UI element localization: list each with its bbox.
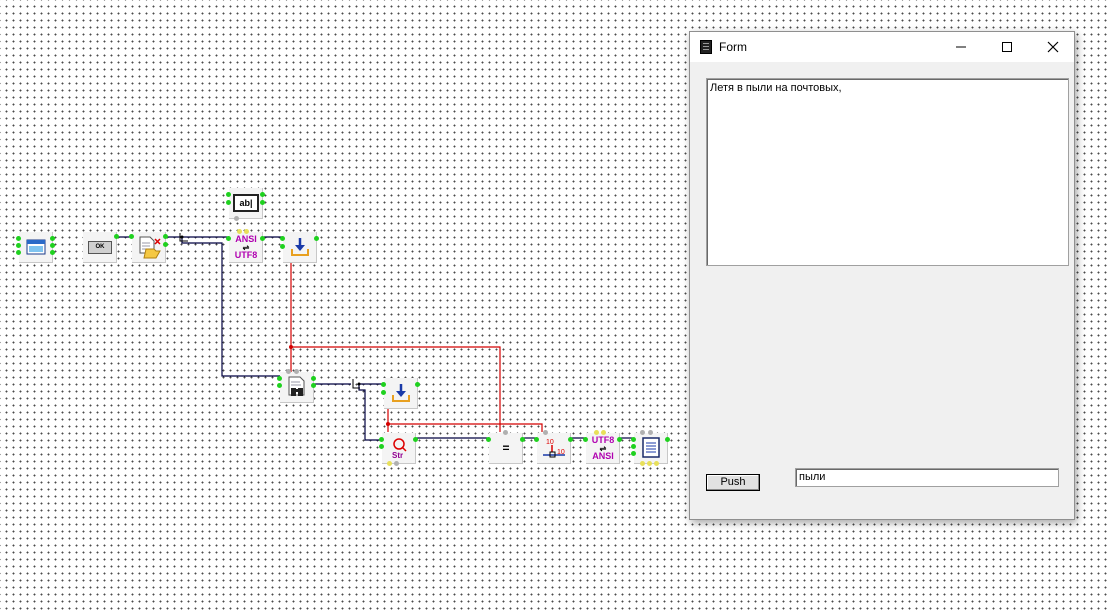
form-window: Form Летя в пыли на почтовых, Push пыли: [689, 31, 1075, 520]
counter-component[interactable]: 10 10: [534, 430, 573, 464]
equals-component[interactable]: =: [486, 430, 525, 464]
ansi-to-utf8-converter-icon: ANSI ⇌ UTF8: [234, 233, 258, 260]
utf8-to-ansi-converter-icon: UTF8 ⇌ ANSI: [591, 434, 615, 461]
svg-text:10: 10: [546, 439, 554, 446]
maximize-icon: [1002, 42, 1012, 52]
download-component-icon: [291, 238, 309, 256]
form-component[interactable]: [16, 232, 55, 263]
memo-text-area[interactable]: Летя в пыли на почтовых,: [706, 78, 1069, 266]
download-component-icon-2: [392, 384, 410, 402]
string-find-component[interactable]: Str: [379, 433, 418, 466]
download-component-2[interactable]: [381, 378, 420, 409]
maximize-button[interactable]: [984, 32, 1030, 62]
close-button[interactable]: [1030, 32, 1076, 62]
file-search-component[interactable]: [277, 369, 316, 403]
form-component-icon: [26, 239, 46, 255]
file-search-component-icon: [288, 376, 305, 396]
ansi-to-utf8-converter[interactable]: ANSI ⇌ UTF8: [226, 229, 265, 263]
close-icon: [1047, 41, 1059, 53]
equals-component-icon: =: [502, 441, 510, 455]
edit-component[interactable]: ab|: [226, 188, 265, 221]
window-title: Form: [719, 40, 747, 54]
counter-component-icon: 10 10: [543, 439, 565, 458]
svg-text:Str: Str: [392, 451, 403, 460]
svg-text:10: 10: [557, 449, 565, 456]
edit-component-icon: ab|: [233, 194, 259, 212]
open-file-component-icon: [139, 236, 161, 259]
download-component[interactable]: [280, 232, 319, 263]
push-button[interactable]: Push: [706, 474, 760, 491]
utf8-to-ansi-converter[interactable]: UTF8 ⇌ ANSI: [583, 430, 622, 464]
minimize-icon: [956, 46, 966, 48]
film-icon: [700, 40, 712, 54]
ok-button-component[interactable]: OK: [83, 232, 119, 263]
memo-component[interactable]: [631, 430, 670, 466]
search-input[interactable]: пыли: [795, 468, 1059, 487]
ok-button-component-icon: OK: [88, 240, 112, 254]
minimize-button[interactable]: [938, 32, 984, 62]
memo-component-icon: [642, 437, 660, 458]
open-file-component[interactable]: [129, 232, 168, 263]
string-find-component-icon: Str: [392, 438, 407, 460]
title-bar[interactable]: Form: [690, 32, 1074, 62]
